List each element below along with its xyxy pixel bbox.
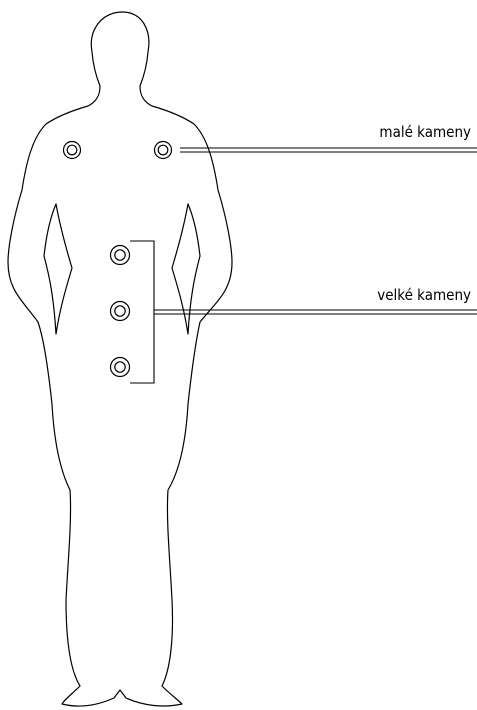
large-stones-label: velké kameny bbox=[377, 288, 471, 303]
large-stone-bottom-icon bbox=[111, 358, 130, 377]
large-stones-bracket bbox=[130, 241, 154, 383]
small-stones-label: malé kameny bbox=[379, 125, 471, 140]
large-stone-middle-icon bbox=[111, 302, 130, 321]
large-stone-top-icon bbox=[111, 246, 130, 265]
small-stone-right-icon bbox=[155, 142, 172, 159]
small-stone-left-icon bbox=[64, 142, 81, 159]
left-arm-gap bbox=[44, 204, 72, 334]
